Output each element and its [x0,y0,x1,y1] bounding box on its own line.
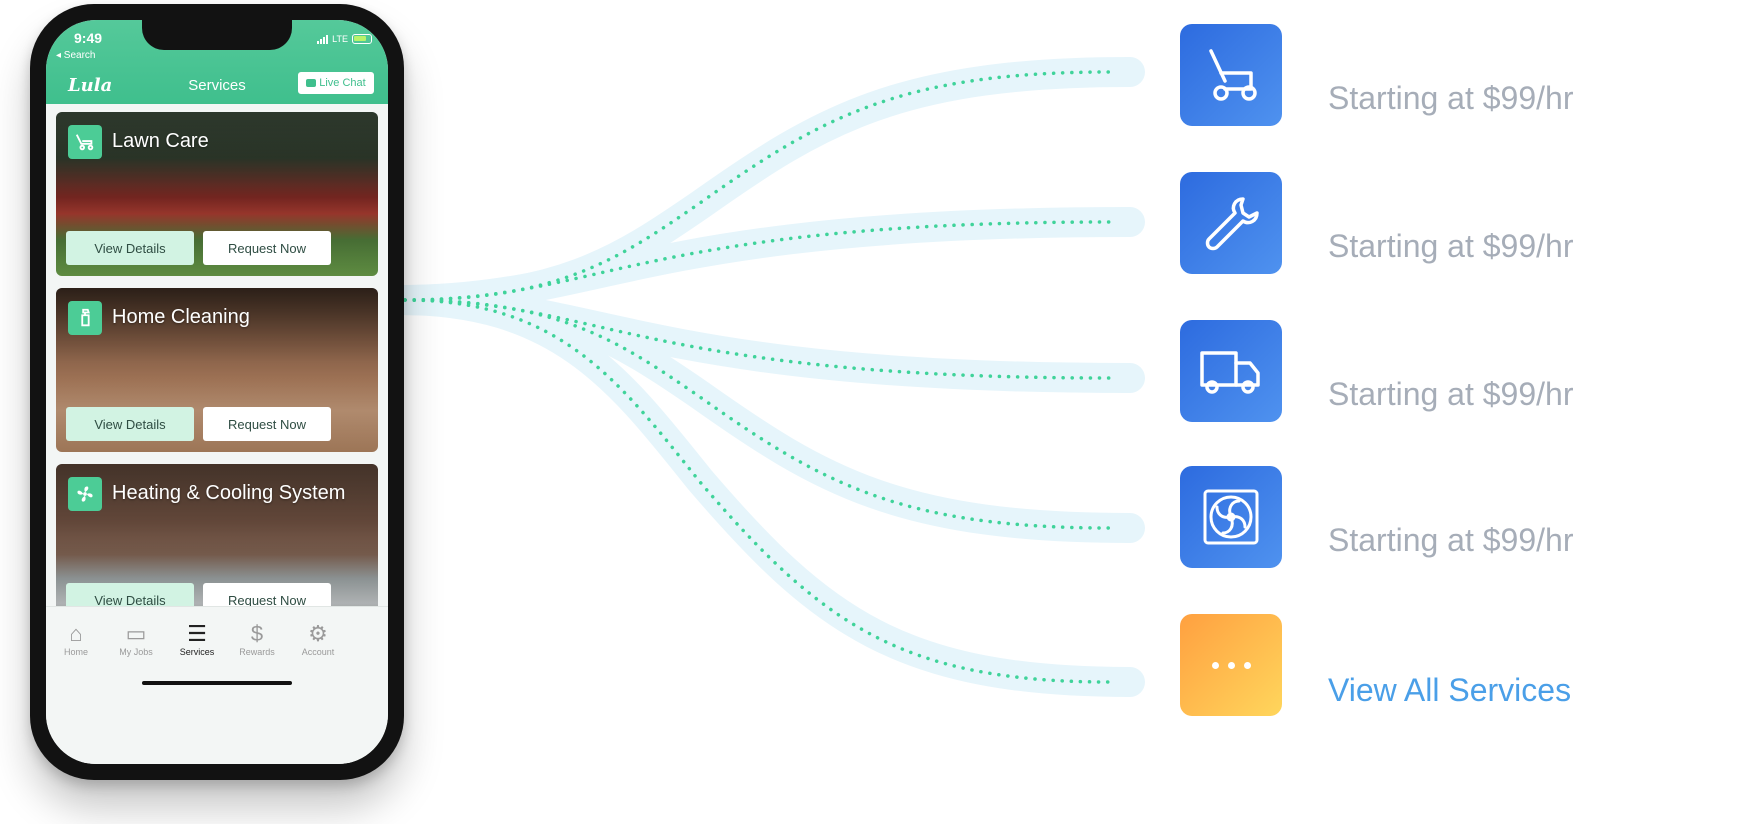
fan-icon [1203,489,1259,545]
live-chat-button[interactable]: Live Chat [298,72,374,94]
service-tile-more[interactable] [1180,614,1282,716]
connector-band [385,57,1145,315]
request-now-button[interactable]: Request Now [203,407,331,441]
card-title: Home Cleaning [112,306,250,328]
app-logo: Lula [68,75,113,96]
service-tile-repairs[interactable] [1180,172,1282,274]
service-tile-lawn[interactable] [1180,24,1282,126]
services-list: Lawn Care View Details Request Now Home … [56,112,378,682]
service-card-lawn-care[interactable]: Lawn Care View Details Request Now [56,112,378,276]
card-title: Heating & Cooling System [112,482,346,504]
connector-band [385,207,1145,315]
connector-dots [403,70,1112,302]
tab-label: Rewards [239,647,275,657]
menu-icon: ☰ [187,621,207,646]
service-tile-moving[interactable] [1180,320,1282,422]
home-icon: ⌂ [69,621,83,646]
fan-icon [68,477,102,511]
phone-mockup: 9:49 ◂ Search LTE Lula Services Live Cha… [30,4,404,780]
view-details-button[interactable]: View Details [66,231,194,265]
tab-label: Home [63,647,88,657]
tab-label: Services [179,647,215,657]
connector-dots [403,220,1112,302]
service-price: Starting at $99/hr [1328,376,1574,412]
view-all-services-link[interactable]: View All Services [1328,672,1572,708]
wrench-icon [1205,197,1259,251]
lawn-mower-icon [1209,49,1257,101]
status-indicators: LTE [317,34,372,44]
battery-icon [352,34,372,44]
tab-bar: ⌂ Home ▭ My Jobs ☰ Services $ Rewards ⚙ … [46,606,388,764]
view-details-button[interactable]: View Details [66,407,194,441]
home-indicator [142,681,292,685]
spray-bottle-icon [68,301,102,335]
tab-my-jobs[interactable]: ▭ My Jobs [106,621,166,657]
status-time: 9:49 [74,30,103,46]
tab-rewards[interactable]: $ Rewards [227,621,287,657]
card-title: Lawn Care [112,130,209,152]
tab-home[interactable]: ⌂ Home [46,621,106,657]
connector-dots [403,298,1112,380]
service-card-heating-cooling[interactable]: Heating & Cooling System View Details Re… [56,464,378,628]
tab-services[interactable]: ☰ Services [167,621,227,657]
service-price: Starting at $99/hr [1328,228,1574,264]
signal-icon [317,34,329,44]
dollar-icon: $ [250,621,264,646]
tab-account[interactable]: ⚙ Account [288,621,348,657]
page-title: Services [188,77,246,94]
connector-band [385,285,1145,543]
folder-icon: ▭ [125,621,147,646]
live-chat-label: Live Chat [319,77,366,89]
service-card-home-cleaning[interactable]: Home Cleaning View Details Request Now [56,288,378,452]
mower-icon [68,125,102,159]
network-label: LTE [332,34,348,44]
gear-icon: ⚙ [308,621,328,646]
ellipsis-icon [1211,661,1251,669]
status-back-link[interactable]: ◂ Search [56,50,96,61]
tab-label: My Jobs [119,647,153,657]
phone-notch [142,20,292,50]
service-price: Starting at $99/hr [1328,522,1574,558]
connector-dots [403,298,1112,684]
truck-icon [1200,351,1260,394]
connector-dots [403,298,1112,530]
chat-icon [306,79,317,87]
service-price: Starting at $99/hr [1328,80,1574,116]
service-tile-hvac[interactable] [1180,466,1282,568]
request-now-button[interactable]: Request Now [203,231,331,265]
phone-screen: 9:49 ◂ Search LTE Lula Services Live Cha… [46,20,388,764]
tab-label: Account [301,647,335,657]
